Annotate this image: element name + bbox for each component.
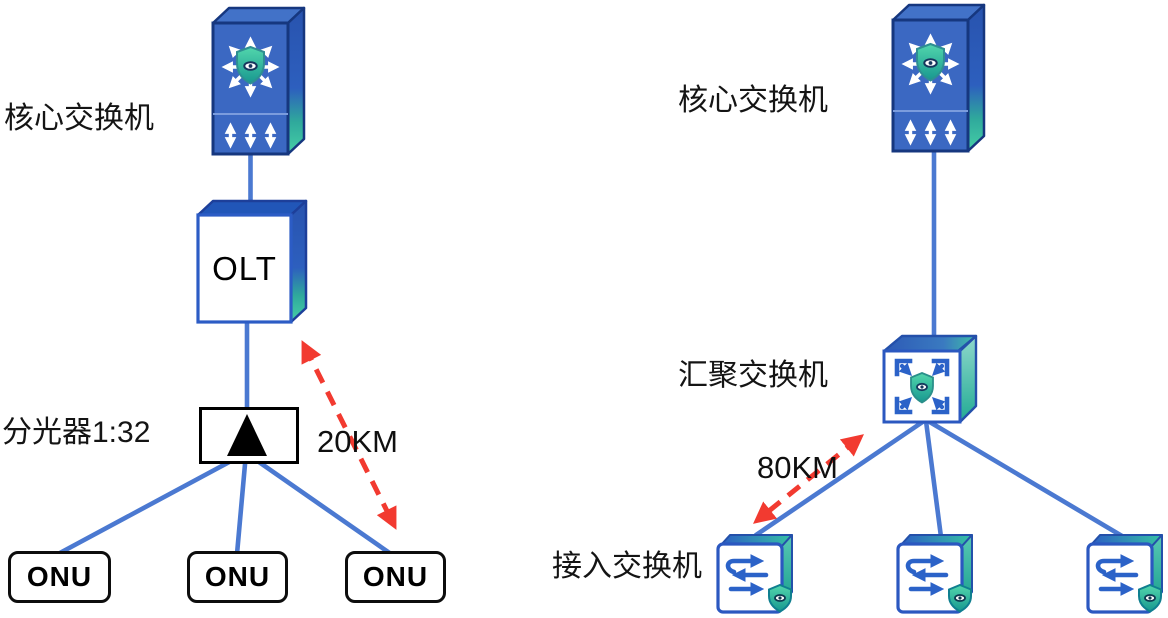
core-switch-label-left: 核心交换机 [4,102,154,135]
connector-aggregation-to-access3 [925,418,1125,539]
connector-splitter-to-onu3 [243,450,394,557]
olt-node: OLT [193,197,311,325]
exchange-arrows-icon [1095,554,1139,596]
onu-label: ONU [362,561,429,592]
core-switch-label-right: 核心交换机 [678,84,828,117]
access-switch-icon [1086,534,1163,614]
onu-label: ONU [26,561,93,592]
aggregation-switch-label: 汇聚交换机 [678,359,828,392]
distance-label-80km: 80KM [757,450,838,485]
access-switch-icon [896,534,973,614]
aggregation-switch-icon [882,334,978,424]
updown-arrows-icon [904,119,957,146]
access-switch-icon [716,534,793,614]
exchange-arrows-icon [905,554,949,596]
onu-node: ONU [8,551,111,603]
splitter-label: 分光器1:32 [2,416,151,449]
onu-node: ONU [187,551,288,603]
updown-arrows-icon [224,122,277,149]
onu-node: ONU [345,551,446,603]
core-switch-icon [891,3,986,153]
inward-arrows-icon [894,358,950,415]
olt-label: OLT [212,249,277,287]
core-switch-icon [211,6,306,156]
onu-label: ONU [204,561,271,592]
connector-aggregation-to-access2 [923,418,944,540]
access-switch-label: 接入交换机 [552,550,702,583]
optical-splitter-triangle-icon [227,414,267,456]
distance-label-20km: 20KM [317,424,398,459]
connector-splitter-to-onu2 [234,450,249,557]
connector-splitter-to-onu1 [55,450,249,557]
splitter-node [199,407,299,464]
exchange-arrows-icon [725,554,769,596]
